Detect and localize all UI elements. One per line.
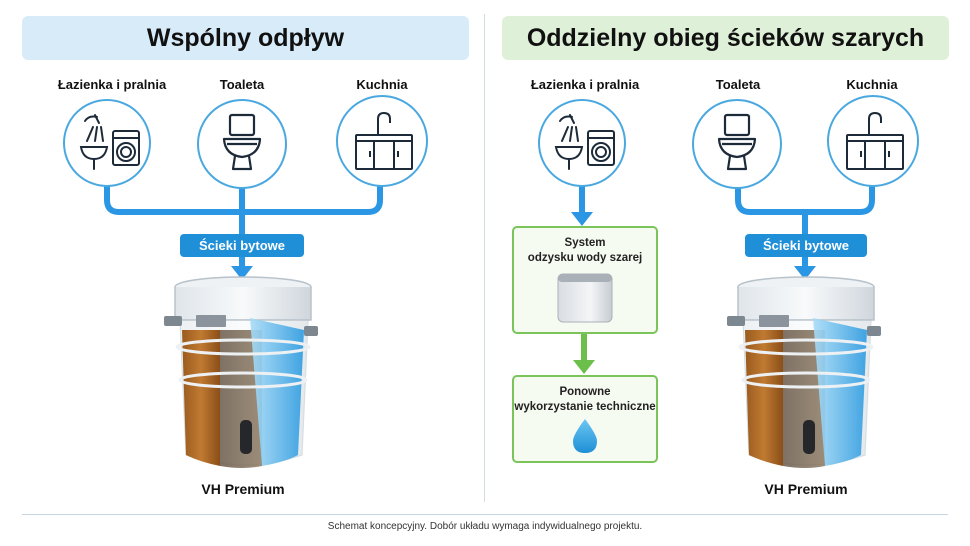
left-source-label-bathroom: Łazienka i pralnia xyxy=(57,77,167,92)
left-tank-label: VH Premium xyxy=(201,481,285,497)
right-source-label-kitchen: Kuchnia xyxy=(846,77,898,92)
greywater-system-line2: odzysku wody szarej xyxy=(527,252,643,264)
left-source-label-kitchen: Kuchnia xyxy=(356,77,408,92)
panel-divider xyxy=(484,14,485,502)
toilet-icon-right xyxy=(692,99,782,189)
greywater-system-box: System odzysku wody szarej xyxy=(512,226,658,334)
right-tank-label: VH Premium xyxy=(764,481,848,497)
left-merge-label: Ścieki bytowe xyxy=(180,234,304,257)
water-drop-icon xyxy=(573,419,597,453)
right-merge-label: Ścieki bytowe xyxy=(745,234,867,257)
reuse-line2: wykorzystanie techniczne xyxy=(514,401,656,413)
bathroom-laundry-icon-right xyxy=(538,99,626,187)
kitchen-icon-right xyxy=(827,95,919,187)
bathroom-laundry-icon xyxy=(63,99,151,187)
right-source-label-toilet: Toaleta xyxy=(715,77,761,92)
greywater-unit-icon xyxy=(557,273,613,323)
left-source-label-toilet: Toaleta xyxy=(219,77,265,92)
reuse-box: Ponowne wykorzystanie techniczne xyxy=(512,375,658,463)
right-panel-title: Oddzielny obieg ścieków szarych xyxy=(502,16,949,60)
footer-note: Schemat koncepcyjny. Dobór układu wymaga… xyxy=(327,521,643,532)
right-source-label-bathroom: Łazienka i pralnia xyxy=(530,77,640,92)
left-septic-tank-icon xyxy=(164,276,318,468)
toilet-icon xyxy=(197,99,287,189)
kitchen-icon xyxy=(336,95,428,187)
left-panel-title: Wspólny odpływ xyxy=(22,16,469,60)
reuse-line1: Ponowne xyxy=(559,386,611,398)
footer-divider xyxy=(22,514,948,515)
greywater-system-line1: System xyxy=(564,237,606,249)
right-septic-tank-icon xyxy=(727,276,881,468)
